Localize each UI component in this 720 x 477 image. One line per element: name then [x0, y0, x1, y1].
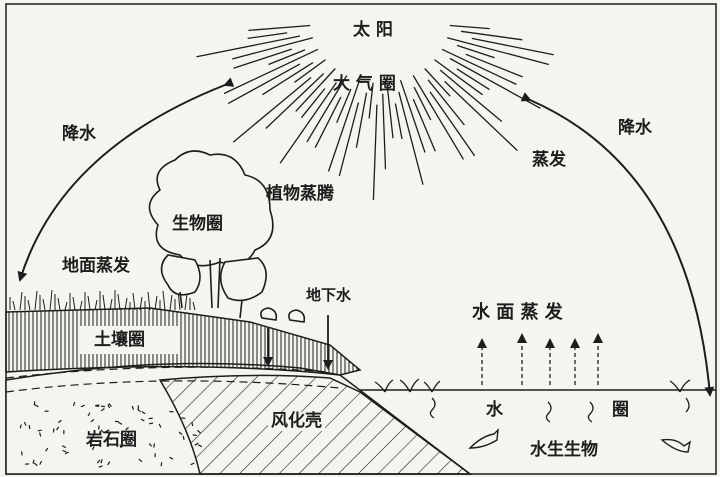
water-char-label: 水 — [486, 400, 503, 420]
sun-rays — [196, 24, 554, 200]
water-evaporation-arrows — [477, 333, 603, 385]
aquatic-plants — [374, 378, 691, 423]
fish-left — [468, 428, 499, 449]
large-tree-trunk — [209, 257, 221, 309]
rock-texture — [19, 401, 203, 468]
soil-boundary-dashed — [5, 366, 331, 379]
weathering-crust-label: 风化壳 — [268, 412, 325, 431]
soil-sphere-region — [5, 307, 362, 376]
large-tree-crown — [148, 150, 274, 267]
small-tree-trunks — [179, 291, 243, 319]
soil-sphere-label: 土壤圈 — [94, 330, 145, 350]
aquatic-life-label: 水生生物 — [530, 440, 598, 460]
water-surface-evaporation-label: 水 面 蒸 发 — [472, 302, 563, 323]
groundwater-label: 地下水 — [306, 286, 352, 304]
atmosphere-label: 大 气 圈 — [333, 74, 396, 94]
precipitation-right-arc — [520, 92, 715, 397]
tree-group — [148, 150, 306, 323]
rock-sphere-label: 岩石圈 — [86, 430, 137, 450]
fish — [468, 428, 692, 453]
precipitation-left-arc — [17, 77, 235, 282]
sphere-char-label: 圈 — [612, 400, 629, 420]
evaporation-label: 蒸发 — [532, 150, 566, 170]
transpiration-label: 植物蒸腾 — [266, 184, 334, 204]
ground-evaporation-label: 地面蒸发 — [62, 256, 130, 276]
rock-boundary-dashed — [5, 380, 341, 393]
grass — [9, 289, 196, 311]
shrubs — [260, 307, 306, 323]
sun-label: 太 阳 — [353, 20, 393, 40]
small-tree-right — [219, 257, 267, 302]
small-tree-left — [160, 254, 201, 296]
precipitation-left-label: 降水 — [62, 124, 96, 144]
fish-right — [660, 438, 692, 453]
precipitation-right-label: 降水 — [618, 118, 652, 138]
biosphere-label: 生物圈 — [172, 214, 223, 234]
soil-label-backdrop — [80, 326, 180, 354]
